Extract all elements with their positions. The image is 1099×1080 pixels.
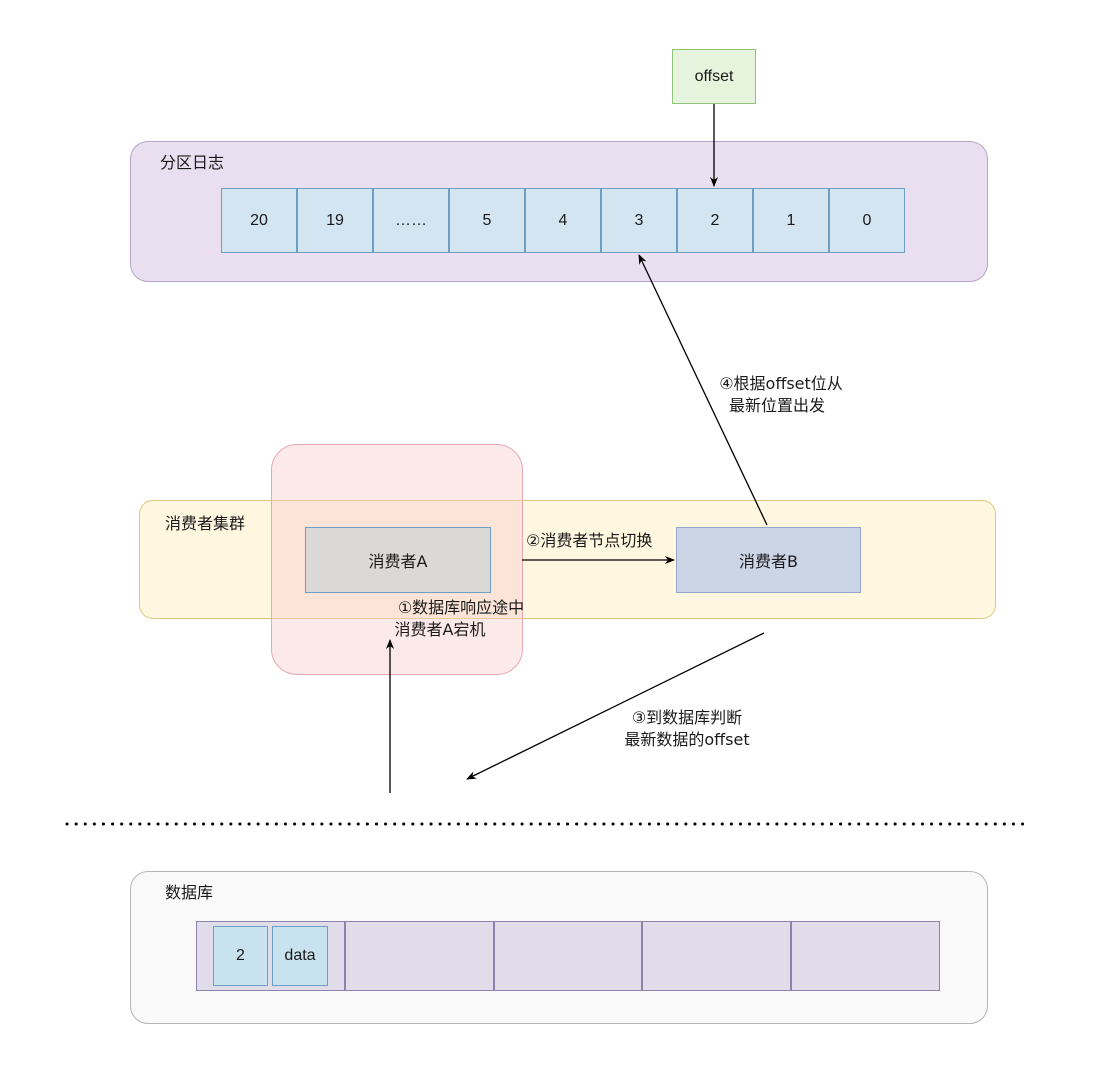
- offset-node: offset: [672, 49, 756, 104]
- db-slot-3: [494, 921, 642, 991]
- log-cell-2: 2: [677, 188, 753, 253]
- step4-label-line1: ④根据offset位从: [719, 374, 843, 393]
- step1-label-line1: ①数据库响应途中: [397, 598, 525, 617]
- log-cell-ellipsis: ……: [373, 188, 449, 253]
- db-slot-4: [642, 921, 791, 991]
- log-cell-3: 3: [601, 188, 677, 253]
- partition-log-title: 分区日志: [160, 153, 225, 172]
- log-cell-5: 5: [449, 188, 525, 253]
- step2-label: ②消费者节点切换: [526, 531, 653, 550]
- db-record-data: data: [272, 926, 328, 986]
- consumer-cluster-title: 消费者集群: [165, 514, 246, 533]
- db-record-offset: 2: [213, 926, 268, 986]
- db-slot-5: [791, 921, 940, 991]
- consumer-b-label: 消费者B: [739, 552, 798, 571]
- log-cell-19: 19: [297, 188, 373, 253]
- step4-label-line2: 最新位置出发: [728, 396, 825, 415]
- step3-label-line2: 最新数据的offset: [624, 730, 750, 749]
- consumer-b-node: 消费者B: [676, 527, 861, 593]
- database-title: 数据库: [165, 883, 214, 902]
- log-cell-1: 1: [753, 188, 829, 253]
- offset-label: offset: [694, 67, 734, 85]
- step4-arrow: [638, 254, 768, 526]
- step1-label-line2: 消费者A宕机: [394, 620, 486, 639]
- db-slot-2: [345, 921, 494, 991]
- log-cell-4: 4: [525, 188, 601, 253]
- log-cell-0: 0: [829, 188, 905, 253]
- step3-arrow: [466, 632, 765, 780]
- consumer-a-label: 消费者A: [368, 552, 428, 571]
- log-cell-20: 20: [221, 188, 297, 253]
- step3-label-line1: ③到数据库判断: [631, 708, 743, 727]
- consumer-a-node: 消费者A: [305, 527, 491, 593]
